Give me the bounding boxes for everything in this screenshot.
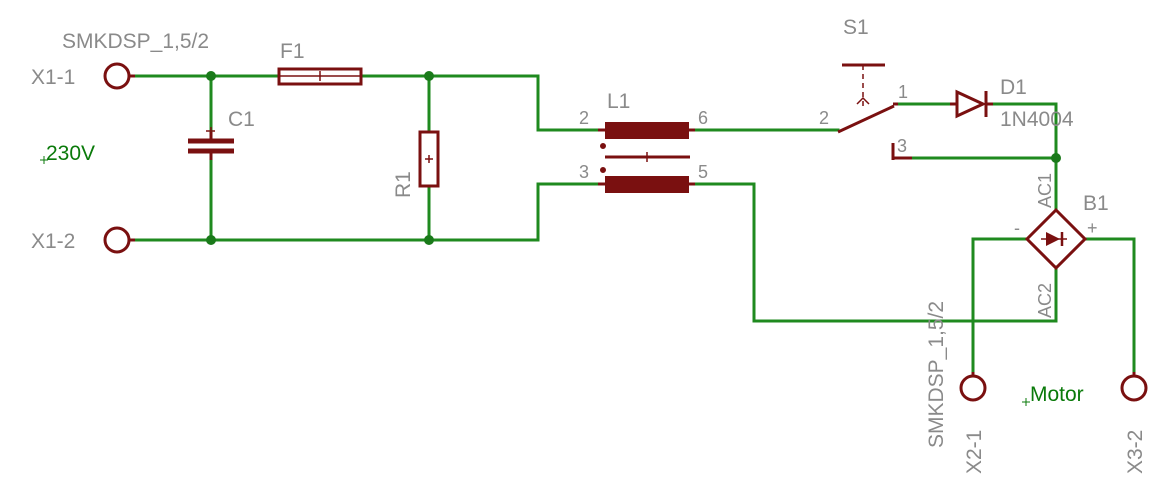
terminal-x3-2: [1120, 374, 1148, 402]
connector-out-part-label: SMKDSP_1,5/2: [925, 301, 948, 448]
b1-minus-label: -: [1014, 218, 1020, 238]
wire-b1-minus-to-x2: [971, 237, 1029, 378]
b1-ac2-label: AC2: [1035, 283, 1055, 318]
terminal-x1-1-label: X1-1: [31, 66, 75, 89]
choke-l1-winding-bottom: [605, 176, 689, 193]
junction-dot: [424, 235, 434, 245]
terminal-x2-1-label: X2-1: [963, 430, 986, 474]
d1-label: D1: [1000, 76, 1027, 99]
labels: SMKDSP_1,5/2 X1-1 X1-2 230V C1 F1 R1 L1 …: [31, 16, 1147, 474]
wire-b1-plus-to-x3: [1083, 237, 1136, 378]
s1-pin-2-label: 2: [819, 108, 829, 128]
wire-d1-to-ac1: [988, 102, 1058, 212]
wire-l1-5-to-ac2: [690, 182, 1058, 323]
c1-label: C1: [228, 108, 255, 131]
b1-label: B1: [1083, 192, 1109, 215]
l1-label: L1: [607, 90, 630, 113]
resistor-r1-body: [418, 130, 440, 188]
terminal-x1-2-label: X1-2: [31, 230, 75, 253]
junction-dot: [1051, 153, 1061, 163]
net-label-markers: [40, 156, 1030, 406]
s1-pin-3-label: 3: [897, 136, 907, 156]
choke-l1-winding-top: [605, 122, 689, 139]
b1-plus-label: +: [1087, 218, 1098, 238]
terminal-x2-1: [959, 374, 987, 402]
wire-x1-2-to-l1-3: [129, 182, 602, 242]
terminal-x1-1: [103, 62, 131, 90]
wires: [129, 74, 1136, 378]
switch-s1-plunger-tip: [856, 96, 870, 105]
d1-value-label: 1N4004: [1000, 108, 1074, 131]
junction-dot: [206, 71, 216, 81]
s1-label: S1: [843, 16, 869, 39]
switch-s1-contact-arm: [837, 104, 895, 134]
s1-pin-1-label: 1: [898, 82, 908, 102]
l1-pin-5-label: 5: [698, 162, 708, 182]
l1-pin-6-label: 6: [698, 108, 708, 128]
components: [103, 62, 1148, 402]
choke-l1-dot-bottom: [600, 167, 606, 173]
junctions: [206, 71, 1061, 245]
l1-pin-3-label: 3: [579, 162, 589, 182]
motor-net-label: Motor: [1030, 383, 1084, 406]
connector-in-part-label: SMKDSP_1,5/2: [62, 30, 209, 53]
diode-d1-triangle: [955, 89, 987, 119]
wire-f1-to-l1-2: [360, 74, 602, 132]
l1-pin-2-label: 2: [579, 108, 589, 128]
r1-label: R1: [392, 171, 415, 198]
b1-ac1-label: AC1: [1035, 173, 1055, 208]
supply-net-label: 230V: [46, 142, 95, 165]
terminal-x1-2: [103, 226, 131, 254]
junction-dot: [206, 235, 216, 245]
terminal-x3-2-label: X3-2: [1124, 430, 1147, 474]
junction-dot: [424, 71, 434, 81]
choke-l1-dot-top: [600, 143, 606, 149]
bridge-b1-body: [1024, 207, 1088, 271]
f1-label: F1: [280, 40, 305, 63]
